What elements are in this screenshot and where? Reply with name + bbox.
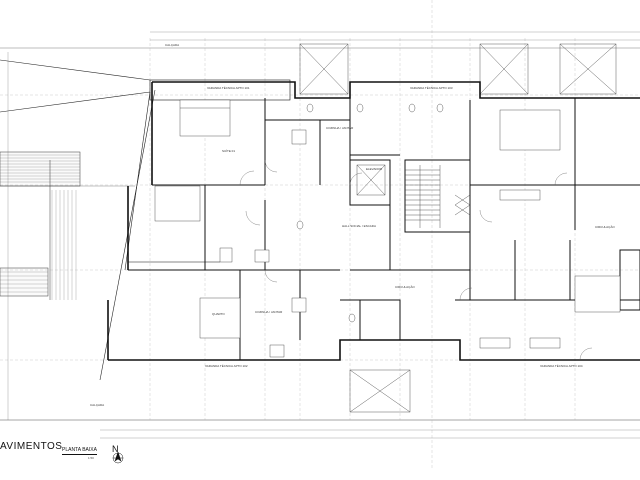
grid-lines: [0, 0, 640, 470]
drawing-subtitle: PLANTA BAIXA: [62, 447, 97, 455]
north-label: N: [112, 444, 119, 454]
label-cozinha-2: COZINHA / JANTAR: [255, 310, 283, 314]
label-calcada-top: CALÇADA: [165, 43, 180, 47]
label-varanda-102: VARANDA TÉCNICA APTO 102: [205, 364, 248, 368]
label-varanda-103: VARANDA TÉCNICA APTO 103: [410, 86, 453, 90]
fixtures: [154, 99, 621, 358]
street-hatch: [0, 154, 80, 300]
street-area: [0, 151, 135, 300]
north-arrow: [112, 451, 124, 464]
label-circulacao-1: CIRCULAÇÃO: [395, 285, 415, 289]
label-varanda-104: VARANDA TÉCNICA APTO 104: [540, 364, 583, 368]
drawing-scale: 1:50: [88, 456, 94, 460]
overhangs-bottom: [349, 369, 411, 413]
label-cozinha-1: COZINHA / JANTAR: [326, 126, 354, 130]
dimension-lines: [7, 31, 640, 439]
label-elevador: ELEVADOR: [366, 167, 383, 171]
label-varanda-101: VARANDA TÉCNICA APTO 101: [207, 86, 250, 90]
overhangs-top: [299, 43, 617, 95]
door-swings: [239, 159, 593, 361]
label-circulacao-2: CIRCULAÇÃO: [595, 225, 615, 229]
label-quarto: QUARTO: [212, 312, 225, 316]
stair-core: [356, 164, 471, 228]
label-calcada-bottom: CALÇADA: [90, 403, 105, 407]
drawing-title: AVIMENTOS: [0, 441, 63, 452]
label-hall-social: HALL SOCIAL / ESCADA: [342, 224, 376, 228]
exterior-walls: [107, 79, 640, 361]
label-suite-01: SUÍTE 01: [222, 149, 236, 153]
